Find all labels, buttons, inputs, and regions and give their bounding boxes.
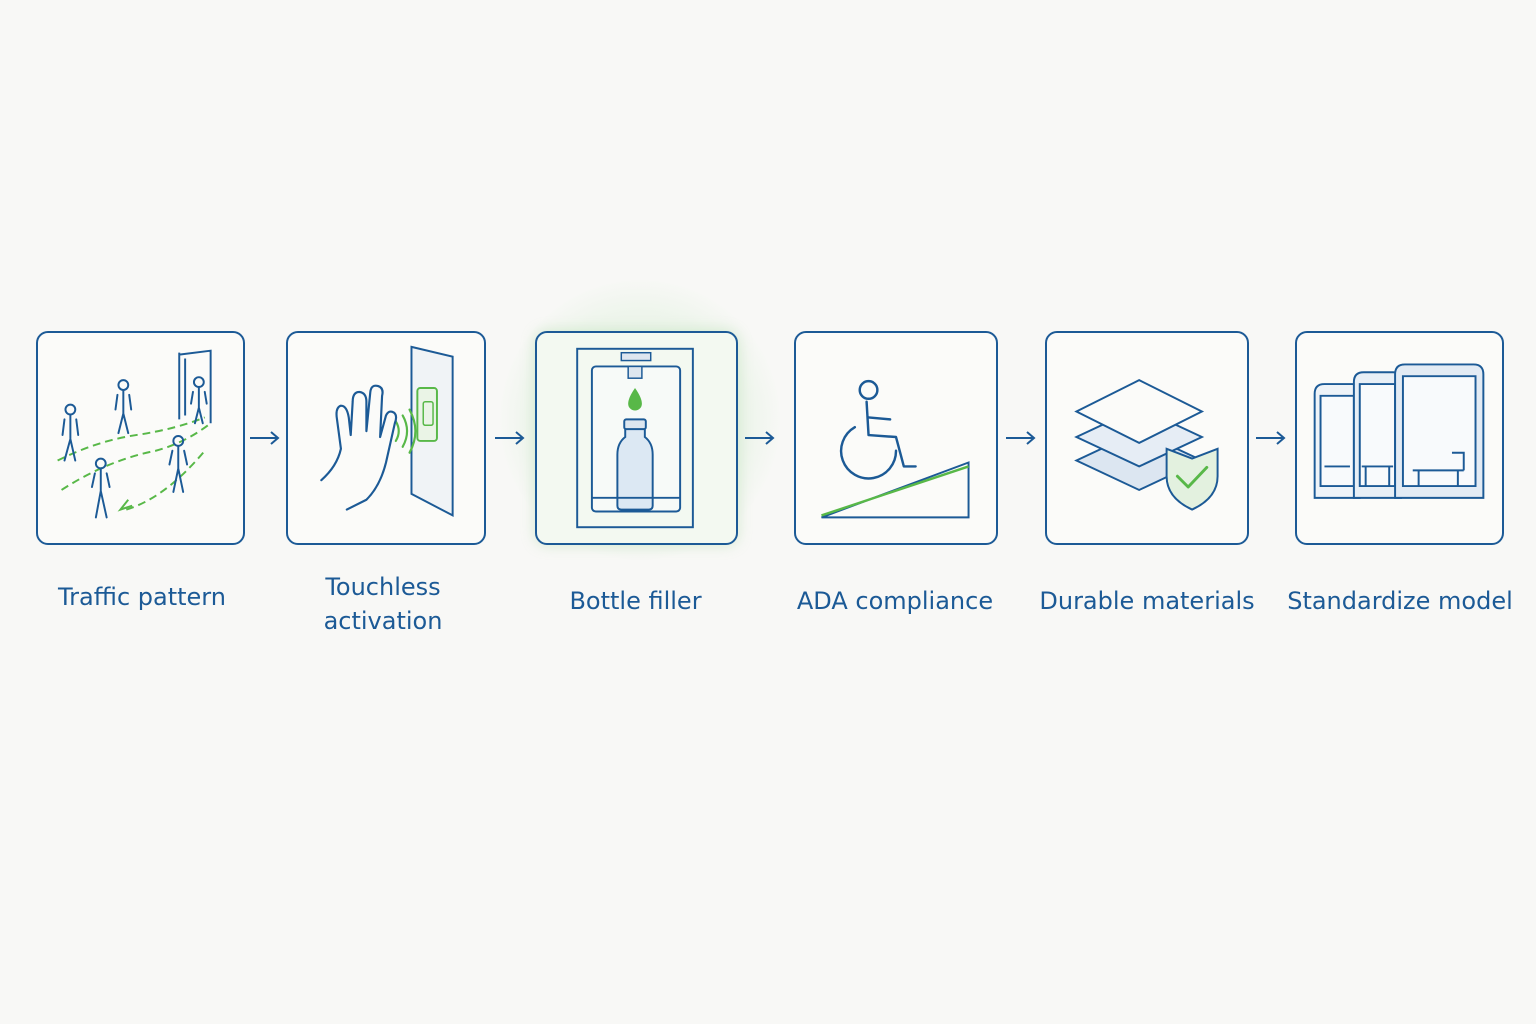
step-label-standardize-model: Standardize model xyxy=(1287,587,1513,615)
step-label-line: Touchless xyxy=(325,573,441,601)
wheelchair-ramp-icon xyxy=(821,379,970,519)
step-durable-materials-card xyxy=(1045,331,1249,545)
bottle-filler-icon xyxy=(576,347,694,529)
step-label-touchless-activation: Touchless activation xyxy=(283,570,483,638)
step-label-traffic-pattern: Traffic pattern xyxy=(58,583,226,611)
step-label-line: activation xyxy=(323,607,443,635)
step-label-bottle-filler: Bottle filler xyxy=(569,587,702,615)
step-label-ada-compliance: ADA compliance xyxy=(796,587,994,615)
step-ada-compliance-card xyxy=(794,331,998,545)
step-label-durable-materials: Durable materials xyxy=(1039,587,1255,615)
arrow-icon xyxy=(1256,431,1286,445)
hand-sensor-icon xyxy=(320,345,454,518)
arrow-icon xyxy=(495,431,525,445)
arrow-icon xyxy=(745,431,775,445)
step-touchless-activation-card xyxy=(286,331,486,545)
layers-shield-icon xyxy=(1074,379,1219,511)
step-traffic-pattern-card xyxy=(36,331,245,545)
step-bottle-filler-card xyxy=(535,331,738,545)
people-walking-icon xyxy=(57,349,212,519)
arrow-icon xyxy=(250,431,280,445)
booth-units-icon xyxy=(1313,363,1485,499)
step-standardize-model-card xyxy=(1295,331,1504,545)
arrow-icon xyxy=(1006,431,1036,445)
